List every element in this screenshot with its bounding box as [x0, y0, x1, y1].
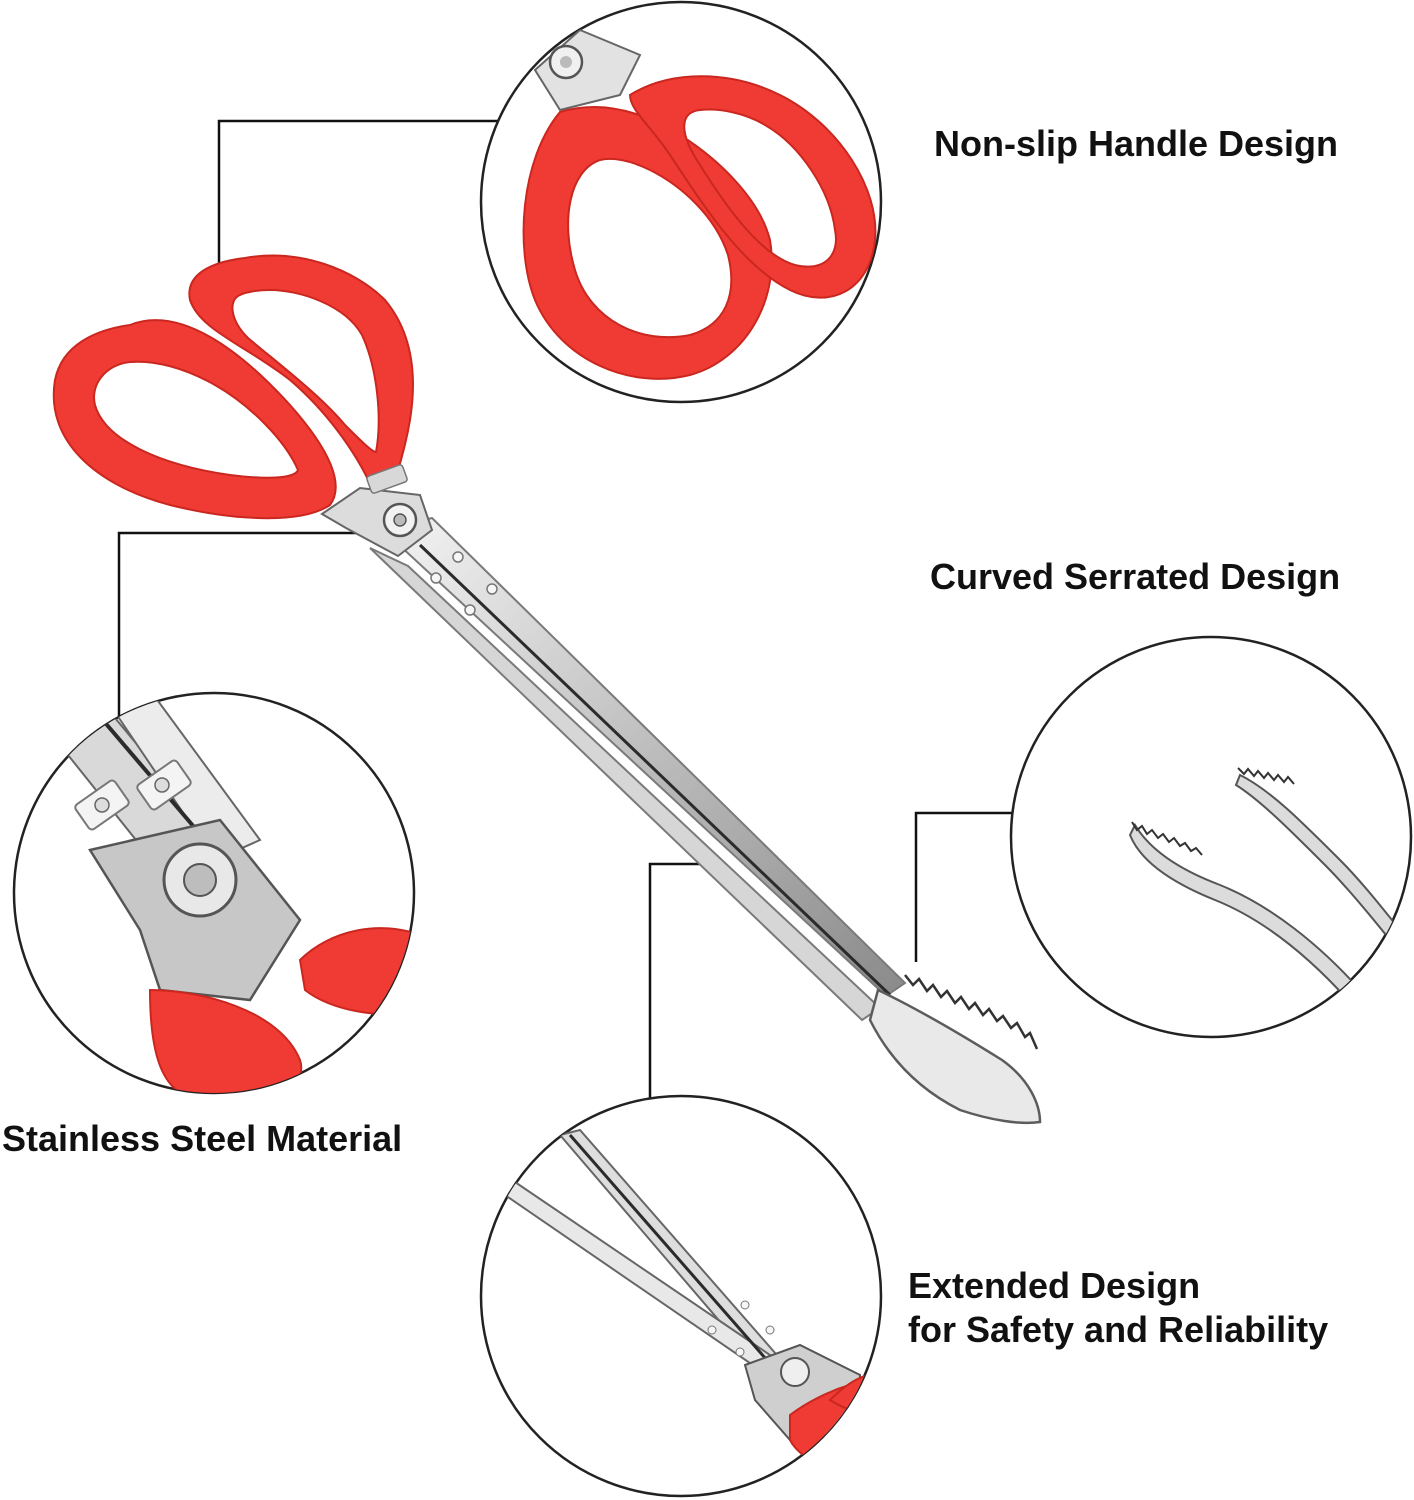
extended-feature-label: Extended Design for Safety and Reliabili… [908, 1264, 1328, 1352]
tong-arm-upper [381, 516, 907, 998]
handle-feature-label: Non-slip Handle Design [934, 123, 1339, 164]
handle-closeup-circle [479, 0, 883, 404]
extended-feature-label-line1: Extended Design [908, 1265, 1201, 1306]
tong-serrated-tip [868, 988, 1042, 1125]
extended-feature-label-line2: for Safety and Reliability [908, 1309, 1329, 1350]
steel-feature-label: Stainless Steel Material [2, 1118, 403, 1159]
callout-line-steel [117, 531, 360, 718]
handle-loop-left [52, 319, 337, 520]
callout-line-serrated [914, 811, 1012, 962]
callout-line-extended [648, 862, 724, 1098]
callout-line-handle [217, 119, 500, 268]
serrated-tip-closeup-icon [1128, 767, 1402, 1002]
serrated-closeup-circle [1009, 635, 1413, 1039]
steel-closeup-circle [12, 691, 416, 1095]
extended-closeup-circle [479, 1094, 883, 1498]
scissor-tongs-icon [52, 254, 1042, 1125]
scissor-handle-closeup-icon [522, 28, 877, 380]
hinge-closeup-icon [38, 693, 414, 1093]
serrated-feature-label: Curved Serrated Design [930, 556, 1341, 597]
tong-arm-lower [369, 547, 882, 1022]
